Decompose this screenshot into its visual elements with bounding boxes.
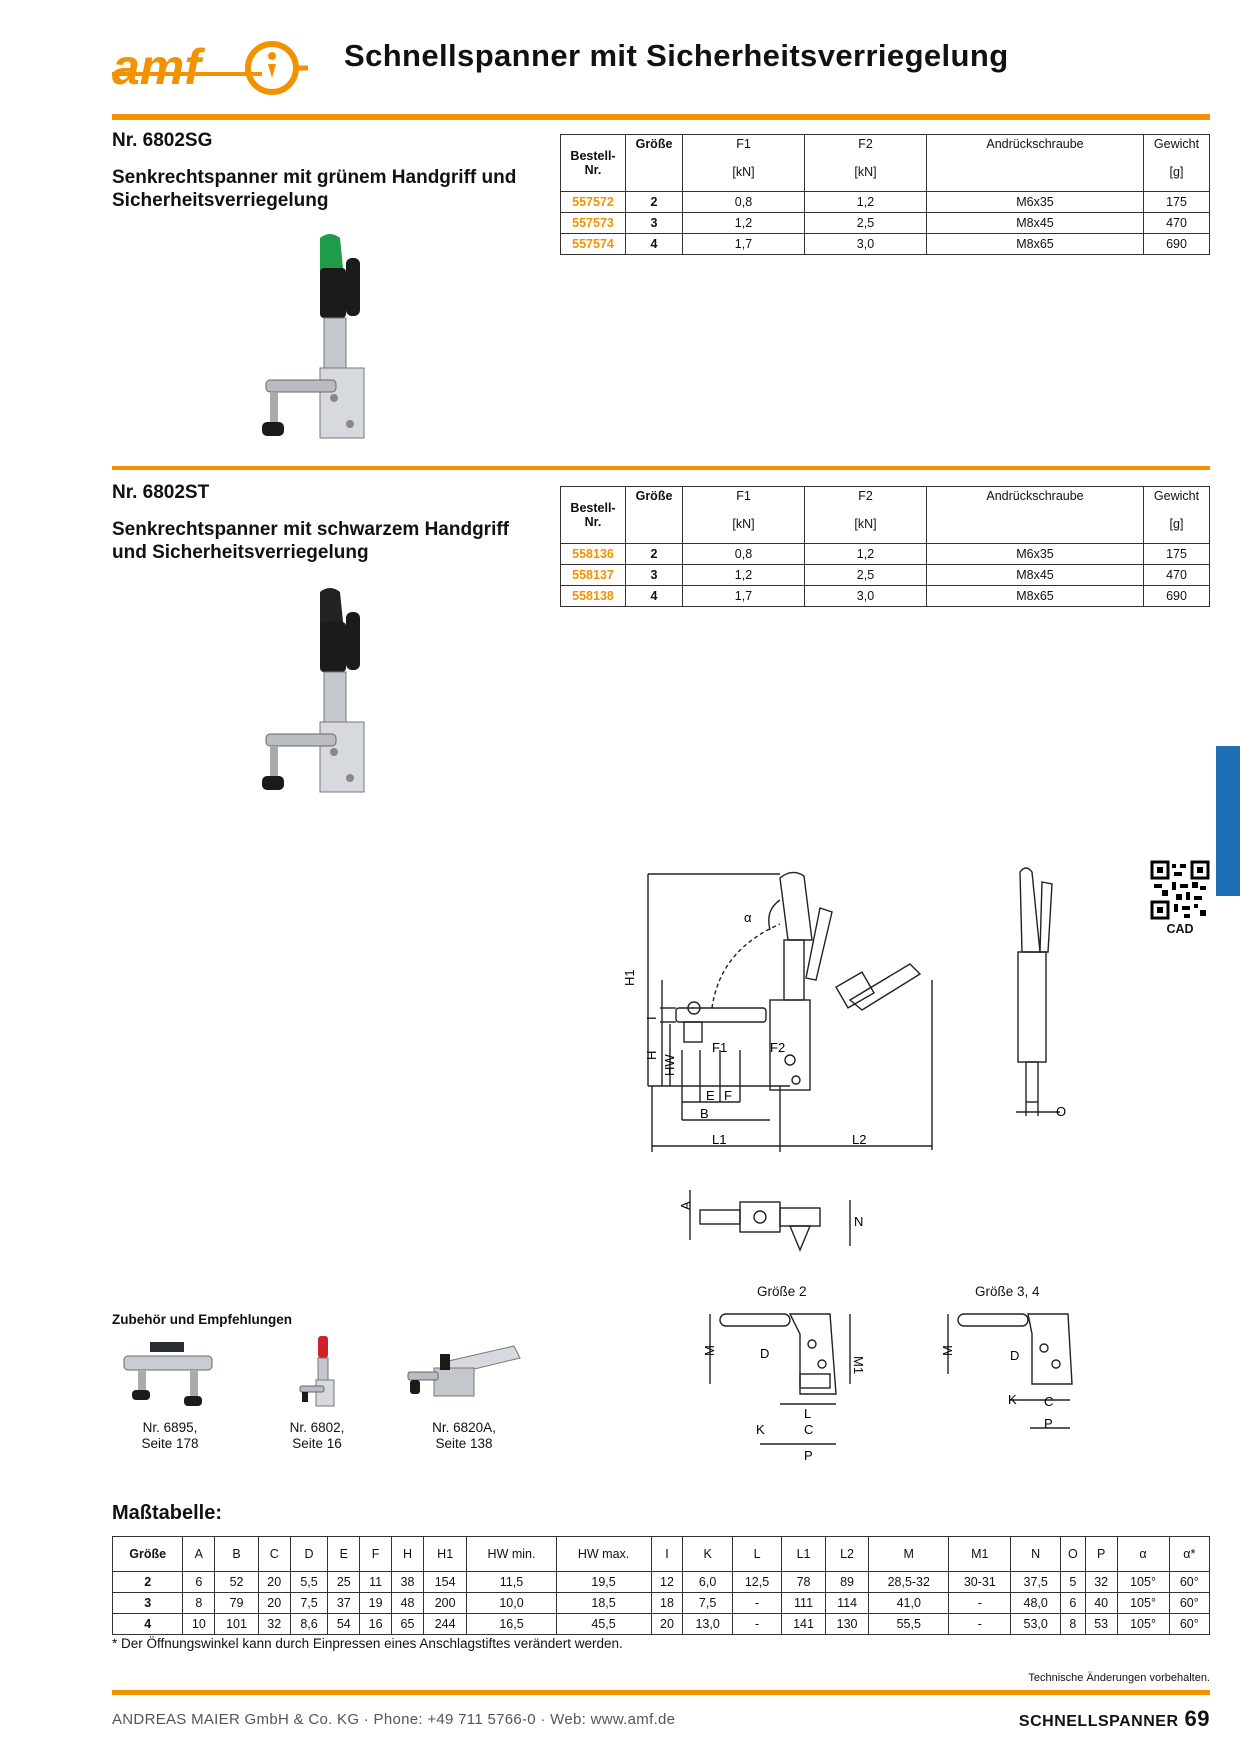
accessory-6895-image[interactable] — [120, 1336, 220, 1410]
svg-text:N: N — [854, 1214, 863, 1229]
svg-text:HW: HW — [662, 1054, 677, 1076]
svg-text:K: K — [1008, 1392, 1017, 1407]
table-row: 557574 4 1,7 3,0 M8x65 690 — [560, 233, 1210, 255]
header-f2: F2[kN] — [804, 134, 927, 192]
svg-text:C: C — [1044, 1394, 1053, 1409]
technical-note: Technische Änderungen vorbehalten. — [1028, 1672, 1210, 1684]
svg-text:F: F — [724, 1088, 732, 1103]
svg-text:H: H — [644, 1051, 659, 1060]
detail-drawing-size-3-4: M D K C P — [940, 1304, 1090, 1444]
table-row: 557573 3 1,2 2,5 M8x45 470 — [560, 212, 1210, 234]
technical-drawing-side-view: H1 I H HW α F1 F2 E F B L1 L2 — [620, 860, 970, 1190]
size-2-label: Größe 2 — [757, 1284, 807, 1299]
product1-table: Bestell-Nr. Größe F1[kN] F2[kN] Andrücks… — [560, 134, 1210, 255]
svg-text:C: C — [804, 1422, 813, 1437]
company-info: ANDREAS MAIER GmbH & Co. KG · Phone: +49… — [112, 1711, 676, 1728]
cad-label: CAD — [1166, 922, 1194, 936]
header-groesse: Größe — [625, 134, 683, 192]
accessory-6802-image[interactable] — [296, 1334, 346, 1410]
svg-text:B: B — [700, 1106, 709, 1121]
table-row: 557572 2 0,8 1,2 M6x35 175 — [560, 191, 1210, 213]
order-number[interactable]: 558137 — [560, 564, 626, 586]
mass-table-footnote: * Der Öffnungswinkel kann durch Einpress… — [112, 1636, 623, 1651]
product2-number: Nr. 6802ST — [112, 482, 210, 503]
svg-text:H1: H1 — [622, 969, 637, 986]
product2-image — [250, 582, 380, 814]
footer-divider — [112, 1690, 1210, 1695]
page-title: Schnellspanner mit Sicherheitsverriegelu… — [344, 38, 1009, 73]
table-header-row: Bestell-Nr. Größe F1[kN] F2[kN] Andrücks… — [560, 134, 1210, 192]
svg-text:L: L — [804, 1406, 811, 1421]
table-row: 558137 3 1,2 2,5 M8x45 470 — [560, 564, 1210, 586]
accessory-6820a-image[interactable] — [404, 1338, 522, 1408]
accessory-6820a-caption: Nr. 6820A,Seite 138 — [432, 1420, 496, 1451]
product1-number: Nr. 6802SG — [112, 130, 213, 151]
mass-table: Größe A B C D E F H H1 HW min. HW max. I… — [111, 1536, 1211, 1635]
header-schraube: Andrückschraube — [926, 134, 1144, 192]
size-3-4-label: Größe 3, 4 — [975, 1284, 1040, 1299]
svg-text:M: M — [940, 1345, 955, 1356]
svg-text:P: P — [1044, 1416, 1053, 1431]
svg-text:A: A — [680, 1201, 693, 1210]
product2-table: Bestell-Nr. Größe F1[kN] F2[kN] Andrücks… — [560, 486, 1210, 607]
technical-drawing-front-view: O — [1000, 862, 1090, 1122]
detail-drawing-size-2: M D M1 L K C P — [700, 1304, 880, 1464]
svg-text:L1: L1 — [712, 1132, 726, 1147]
order-number[interactable]: 557573 — [560, 212, 626, 234]
header-f1: F1[kN] — [682, 486, 805, 544]
accessories-title: Zubehör und Empfehlungen — [112, 1312, 292, 1327]
svg-text:E: E — [706, 1088, 715, 1103]
svg-text:α: α — [744, 910, 752, 925]
logo-text: amf — [112, 39, 205, 95]
product1-image — [250, 228, 380, 460]
product1-description: Senkrechtspanner mit grünem Handgriff un… — [112, 167, 517, 211]
header-schraube: Andrückschraube — [926, 486, 1144, 544]
table-row: 558136 2 0,8 1,2 M6x35 175 — [560, 543, 1210, 565]
page-footer: SCHNELLSPANNER 69 — [1019, 1706, 1210, 1732]
header-gewicht: Gewicht[g] — [1143, 486, 1210, 544]
svg-text:L2: L2 — [852, 1132, 866, 1147]
svg-text:D: D — [1010, 1348, 1019, 1363]
order-number[interactable]: 557574 — [560, 233, 626, 255]
svg-text:M1: M1 — [851, 1356, 866, 1374]
section-name: SCHNELLSPANNER — [1018, 1713, 1179, 1730]
order-number[interactable]: 558136 — [560, 543, 626, 565]
svg-text:K: K — [756, 1422, 765, 1437]
page-number: 69 — [1184, 1706, 1210, 1731]
accessory-6802-caption: Nr. 6802,Seite 16 — [289, 1420, 345, 1451]
section-divider — [112, 466, 1210, 470]
svg-text:F1: F1 — [712, 1040, 727, 1055]
table-header-row: Bestell-Nr. Größe F1[kN] F2[kN] Andrücks… — [560, 486, 1210, 544]
svg-text:O: O — [1056, 1104, 1066, 1119]
table-row: 558138 4 1,7 3,0 M8x65 690 — [560, 585, 1210, 607]
order-number[interactable]: 557572 — [560, 191, 626, 213]
svg-text:F2: F2 — [770, 1040, 785, 1055]
svg-text:P: P — [804, 1448, 813, 1463]
table-header-row: Größe A B C D E F H H1 HW min. HW max. I… — [111, 1536, 1211, 1572]
amf-logo: amf — [112, 38, 308, 100]
header-f2: F2[kN] — [804, 486, 927, 544]
svg-text:D: D — [760, 1346, 769, 1361]
svg-text:I: I — [644, 1016, 659, 1020]
header-gewicht: Gewicht[g] — [1143, 134, 1210, 192]
header-bestell: Bestell-Nr. — [560, 134, 626, 192]
qr-code-icon[interactable] — [1150, 860, 1210, 920]
header-bestell: Bestell-Nr. — [560, 486, 626, 544]
order-number[interactable]: 558138 — [560, 585, 626, 607]
accessory-6895-caption: Nr. 6895,Seite 178 — [141, 1420, 199, 1451]
mass-table-title: Maßtabelle: — [112, 1502, 223, 1524]
svg-text:M: M — [702, 1345, 717, 1356]
section-tab-marker — [1216, 746, 1240, 896]
header-groesse: Größe — [625, 486, 683, 544]
header-f1: F1[kN] — [682, 134, 805, 192]
product2-description: Senkrechtspanner mit schwarzem Handgriff… — [112, 519, 509, 563]
header-divider — [112, 114, 1210, 120]
technical-drawing-top-view: A N — [678, 1180, 880, 1260]
